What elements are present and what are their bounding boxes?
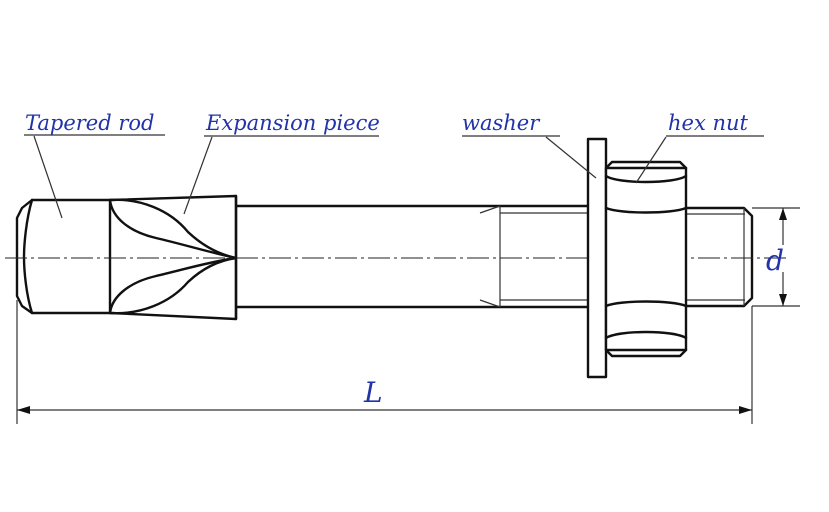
label-tapered-rod: Tapered rod (25, 111, 154, 135)
threaded-end (684, 206, 754, 308)
length-dimension (16, 300, 753, 424)
hex-nut-shape (604, 160, 688, 358)
washer-shape (586, 137, 608, 379)
label-expansion-piece: Expansion piece (205, 111, 380, 135)
rod-shank (234, 204, 602, 309)
diameter-dimension (752, 207, 800, 307)
label-length: L (363, 376, 383, 409)
label-hex-nut: hex nut (668, 111, 749, 135)
label-washer: washer (462, 111, 541, 135)
leader-lines (24, 134, 764, 219)
tapered-rod-shape (15, 198, 112, 315)
label-diameter: d (766, 244, 784, 277)
